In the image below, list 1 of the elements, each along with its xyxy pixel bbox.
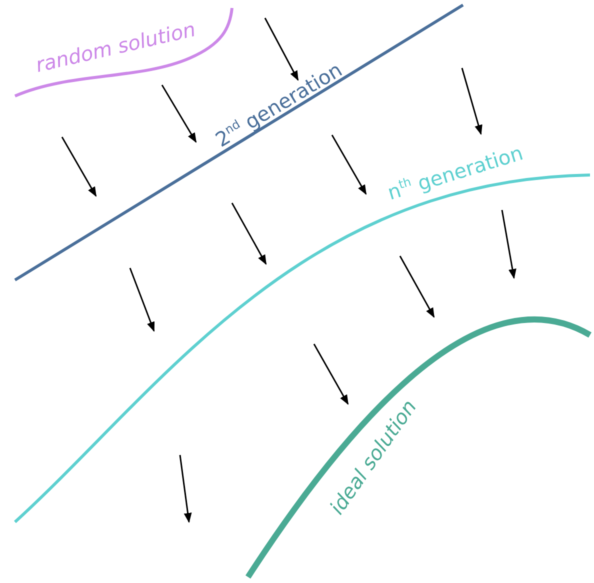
curve-label: random solution [33, 18, 197, 76]
